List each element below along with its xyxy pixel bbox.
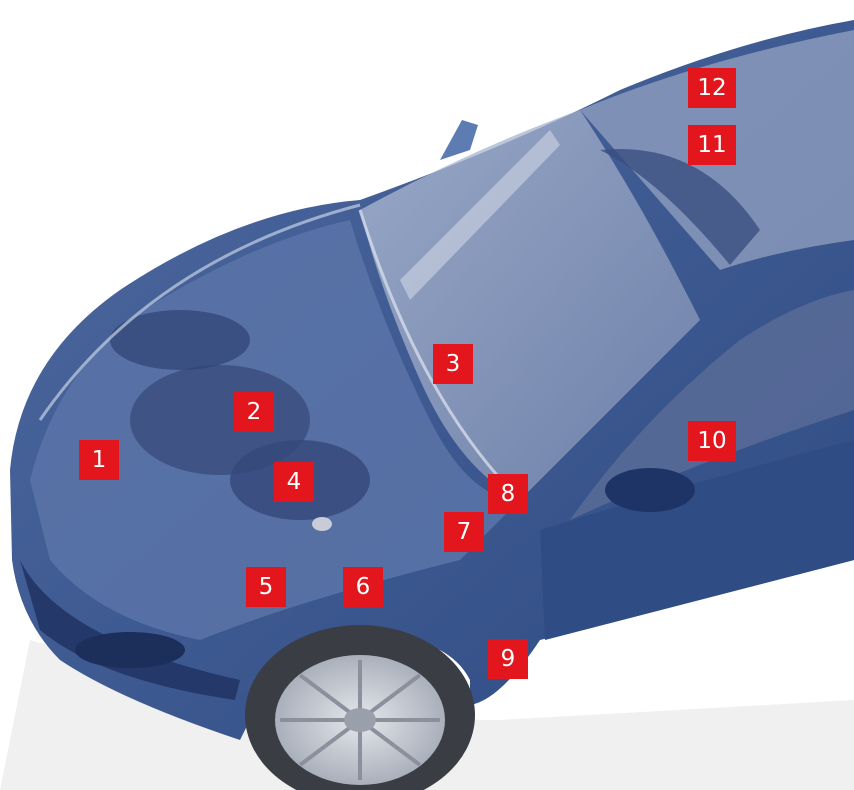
marker-7: 7 [444, 512, 484, 552]
fog-light [75, 632, 185, 668]
side-mirror [605, 468, 695, 512]
marker-8: 8 [488, 474, 528, 514]
marker-9: 9 [488, 639, 528, 679]
marker-6: 6 [343, 567, 383, 607]
marker-11: 11 [688, 125, 736, 165]
marker-5: 5 [246, 567, 286, 607]
reservoir-cap [312, 517, 332, 531]
marker-2: 2 [234, 392, 274, 432]
marker-4: 4 [274, 462, 314, 502]
wheel-hub [344, 708, 376, 732]
marker-10: 10 [688, 421, 736, 461]
marker-3: 3 [433, 344, 473, 384]
marker-1: 1 [79, 440, 119, 480]
marker-12: 12 [688, 68, 736, 108]
